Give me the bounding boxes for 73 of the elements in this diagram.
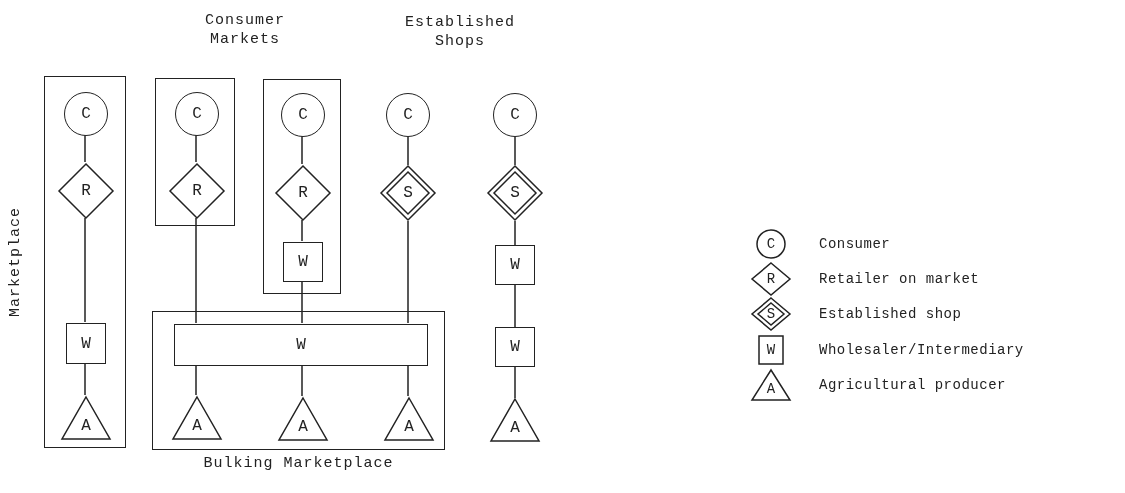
connector-line (301, 280, 303, 324)
legend-letter: A (766, 382, 776, 396)
node-letter: A (510, 420, 520, 436)
node-letter: A (81, 418, 91, 434)
circle-node (493, 93, 537, 137)
node-letter: C (192, 106, 202, 122)
connector-line (195, 134, 197, 163)
square-node (66, 323, 106, 364)
group-title: Bulking Marketplace (203, 455, 394, 472)
node-letter: A (298, 419, 308, 435)
triangle-node (278, 397, 328, 441)
square-node (283, 242, 323, 282)
circle-node (175, 92, 219, 136)
node-letter: W (296, 337, 306, 353)
connector-line (195, 364, 197, 396)
node-letter: W (510, 257, 520, 273)
square-node (495, 327, 535, 367)
circle-node (64, 92, 108, 136)
node-letter: W (81, 335, 91, 352)
connector-line (84, 217, 86, 323)
node-letter: W (298, 254, 308, 270)
connector-line (514, 284, 516, 328)
legend-text: Retailer on market (819, 271, 980, 287)
square-node (495, 245, 535, 285)
group-frame (263, 79, 341, 294)
node-letter: C (81, 106, 91, 122)
triangle-node (384, 397, 434, 441)
legend-text: Wholesaler/Intermediary (819, 342, 1024, 358)
legend-text: Consumer (819, 236, 891, 252)
double-diamond-node (380, 165, 436, 221)
node-letter: R (192, 183, 202, 199)
group-title: Marketplace (7, 207, 24, 317)
connector-line (195, 217, 197, 324)
group-frame (155, 78, 235, 226)
connector-line (301, 219, 303, 242)
connector-line (407, 364, 409, 397)
circle-node (281, 93, 325, 137)
legend-text: Established shop (819, 306, 962, 322)
diamond-node (169, 163, 225, 219)
node-letter: C (510, 107, 520, 123)
node-letter: R (298, 185, 308, 201)
triangle-node (172, 396, 222, 440)
diamond-node (275, 165, 331, 221)
connector-line (514, 220, 516, 246)
node-letter: R (81, 183, 91, 199)
legend-letter: W (766, 343, 776, 357)
connector-line (407, 220, 409, 324)
column-heading: Established Shops (404, 14, 516, 52)
node-letter: C (298, 107, 308, 123)
legend-text: Agricultural producer (819, 377, 1006, 393)
node-letter: C (403, 107, 413, 123)
node-letter: S (403, 185, 413, 201)
node-letter: A (404, 419, 414, 435)
node-letter: A (192, 418, 202, 434)
connector-line (514, 366, 516, 399)
node-letter: S (510, 185, 520, 201)
circle-node (386, 93, 430, 137)
triangle-node (61, 396, 111, 440)
wide-box-node (174, 324, 428, 366)
connector-line (514, 136, 516, 166)
legend-letter: R (766, 272, 776, 286)
connector-line (301, 364, 303, 397)
diamond-node (58, 163, 114, 219)
legend-letter: S (766, 307, 776, 321)
double-diamond-node (487, 165, 543, 221)
connector-line (84, 134, 86, 163)
triangle-node (490, 398, 540, 442)
column-heading: Consumer Markets (204, 12, 286, 50)
connector-line (407, 136, 409, 166)
connector-line (84, 362, 86, 396)
node-letter: W (510, 339, 520, 355)
legend-letter: C (766, 237, 776, 251)
connector-line (301, 135, 303, 165)
